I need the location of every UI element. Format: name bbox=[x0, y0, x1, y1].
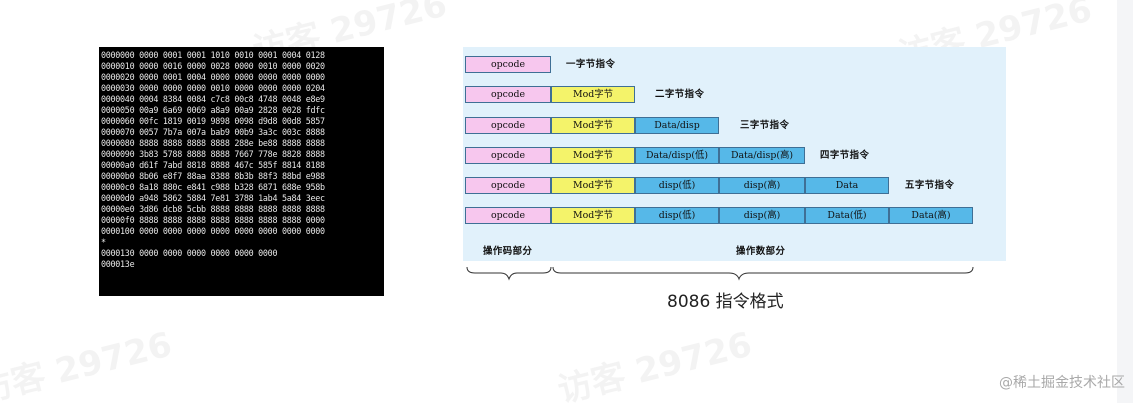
opcode-part-label: 操作码部分 bbox=[483, 246, 533, 257]
hexdump-line: 00000f0 8888 8888 8888 8888 8888 8888 88… bbox=[101, 215, 325, 225]
data-cell: disp(低) bbox=[635, 177, 719, 194]
mod-byte-cell: Mod字节 bbox=[551, 86, 635, 103]
hexdump-line: 0000020 0000 0001 0004 0000 0000 0000 00… bbox=[101, 72, 325, 82]
opcode-cell: opcode bbox=[465, 207, 551, 224]
hexdump-line: 000013e bbox=[101, 259, 135, 269]
hexdump-line: 00000d0 a948 5862 5884 7e81 3788 1ab4 5a… bbox=[101, 193, 325, 203]
site-watermark: @稀土掘金技术社区 bbox=[999, 375, 1125, 391]
hexdump-line: 0000060 00fc 1819 0019 9898 0098 d9d8 00… bbox=[101, 116, 325, 126]
operand-part-label: 操作数部分 bbox=[736, 246, 786, 257]
right-scroll-strip bbox=[1117, 0, 1133, 403]
watermark-bottom-center: 访客 29726 bbox=[552, 317, 756, 412]
opcode-cell: opcode bbox=[465, 117, 551, 134]
hexdump-line: 0000090 3b83 5788 8888 8888 7667 778e 88… bbox=[101, 149, 325, 159]
data-cell: Data bbox=[805, 177, 889, 194]
instruction-length-label: 二字节指令 bbox=[655, 89, 705, 100]
hexdump-line: 0000050 00a9 6a69 0069 a8a9 00a9 2828 00… bbox=[101, 105, 325, 115]
data-cell: Data(低) bbox=[805, 207, 889, 224]
hexdump-line: * bbox=[101, 237, 106, 247]
hexdump-line: 00000e0 3d86 dcb8 5cbb 8888 8888 8888 88… bbox=[101, 204, 325, 214]
opcode-cell: opcode bbox=[465, 86, 551, 103]
watermark-bottom-left: 访客 29726 bbox=[0, 317, 176, 412]
mod-byte-cell: Mod字节 bbox=[551, 117, 635, 134]
mod-byte-cell: Mod字节 bbox=[551, 177, 635, 194]
part-braces bbox=[466, 267, 974, 281]
data-cell: disp(高) bbox=[719, 177, 805, 194]
instruction-length-label: 四字节指令 bbox=[820, 150, 870, 161]
operand-part-brace bbox=[552, 267, 974, 281]
opcode-cell: opcode bbox=[465, 177, 551, 194]
opcode-cell: opcode bbox=[465, 56, 551, 73]
data-cell: Data/disp(高) bbox=[719, 147, 805, 164]
hexdump-line: 00000c0 8a18 880c e841 c988 b328 6871 68… bbox=[101, 182, 325, 192]
opcode-part-brace bbox=[466, 267, 552, 281]
hexdump-line: 0000000 0000 0001 0001 1010 0010 0001 00… bbox=[101, 50, 325, 60]
hexdump-line: 0000080 8888 8888 8888 8888 288e be88 88… bbox=[101, 138, 325, 148]
hexdump-line: 0000030 0000 0000 0000 0010 0000 0000 00… bbox=[101, 83, 325, 93]
hexdump-line: 00000a0 d61f 7abd 8818 8888 467c 585f 88… bbox=[101, 160, 325, 170]
hexdump-line: 0000070 0057 7b7a 007a bab9 00b9 3a3c 00… bbox=[101, 127, 325, 137]
data-cell: disp(低) bbox=[635, 207, 719, 224]
data-cell: disp(高) bbox=[719, 207, 805, 224]
hexdump-line: 0000130 0000 0000 0000 0000 0000 0000 bbox=[101, 248, 278, 258]
instruction-length-label: 五字节指令 bbox=[905, 180, 955, 191]
mod-byte-cell: Mod字节 bbox=[551, 207, 635, 224]
data-cell: Data(高) bbox=[889, 207, 973, 224]
data-cell: Data/disp bbox=[635, 117, 719, 134]
hexdump-line: 0000100 0000 0000 0000 0000 0000 0000 00… bbox=[101, 226, 325, 236]
instruction-length-label: 一字节指令 bbox=[566, 59, 616, 70]
mod-byte-cell: Mod字节 bbox=[551, 147, 635, 164]
opcode-cell: opcode bbox=[465, 147, 551, 164]
figure-caption: 8086 指令格式 bbox=[667, 292, 784, 312]
hexdump-line: 0000010 0000 0016 0000 0028 0000 0010 00… bbox=[101, 61, 325, 71]
hexdump-line: 0000040 0004 8384 0084 c7c8 00c8 4748 00… bbox=[101, 94, 325, 104]
instruction-length-label: 三字节指令 bbox=[740, 120, 790, 131]
data-cell: Data/disp(低) bbox=[635, 147, 719, 164]
hexdump-panel: 0000000 0000 0001 0001 1010 0010 0001 00… bbox=[99, 47, 384, 296]
hexdump-line: 00000b0 8b06 e8f7 88aa 8388 8b3b 88f3 88… bbox=[101, 171, 325, 181]
